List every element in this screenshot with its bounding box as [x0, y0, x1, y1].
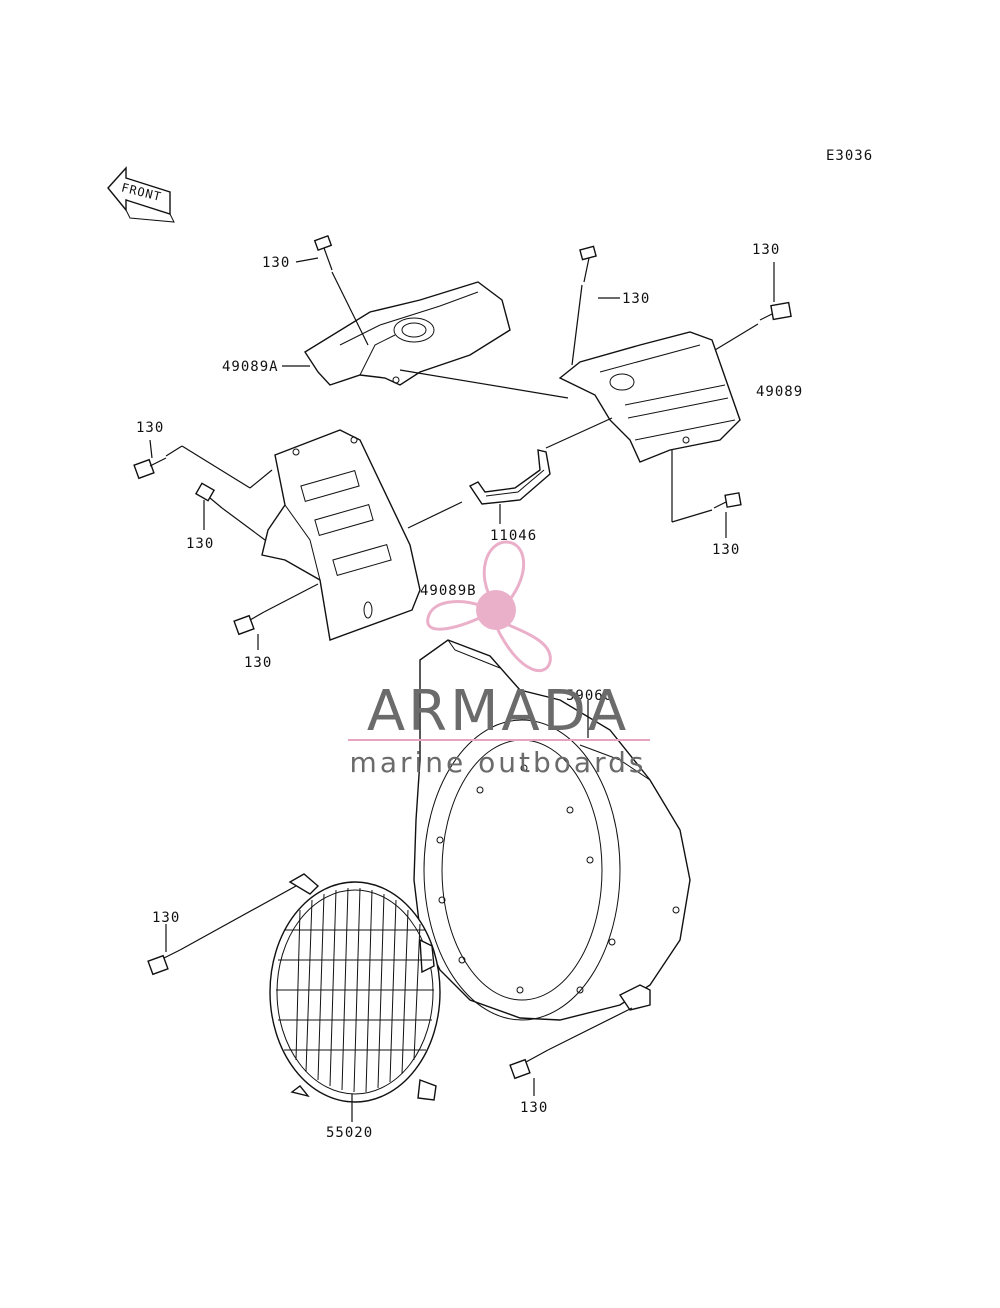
watermark-tagline: marine outboards: [350, 746, 647, 779]
watermark-brand: ARMADA: [367, 679, 629, 744]
front-arrow-icon: FRONT: [107, 166, 175, 223]
callout-49089: 49089: [756, 384, 803, 400]
bolt-icon: [313, 235, 333, 271]
callout-55020: 55020: [326, 1125, 373, 1141]
callout-49089b: 49089B: [420, 583, 477, 599]
callout-130: 130: [262, 255, 290, 271]
cover-49089b: [261, 429, 421, 641]
callout-49089a: 49089A: [222, 359, 279, 375]
callout-130: 130: [136, 420, 164, 436]
cover-49089: [558, 331, 741, 463]
callout-130: 130: [622, 291, 650, 307]
bolt-icon: [133, 457, 167, 480]
fan-housing-59066: [413, 639, 691, 1021]
bolt-icon: [233, 611, 265, 636]
diagram-code: E3036: [826, 148, 873, 164]
callout-130: 130: [152, 910, 180, 926]
cover-49089a: [304, 281, 511, 386]
armada-logo-icon: [426, 540, 552, 672]
bolt-icon: [579, 245, 597, 283]
screen-55020: [269, 873, 441, 1103]
callout-11046: 11046: [490, 528, 537, 544]
callout-130: 130: [752, 242, 780, 258]
bolt-icon: [147, 949, 181, 976]
callout-130: 130: [520, 1100, 548, 1116]
bolt-icon: [713, 492, 742, 509]
callout-130: 130: [186, 536, 214, 552]
clamp-11046: [468, 449, 551, 505]
callout-59066: 59066: [566, 688, 613, 704]
bolt-icon: [194, 482, 223, 509]
bolt-icon: [509, 1049, 549, 1080]
callout-130: 130: [244, 655, 272, 671]
callout-130: 130: [712, 542, 740, 558]
bolt-icon: [759, 301, 792, 321]
